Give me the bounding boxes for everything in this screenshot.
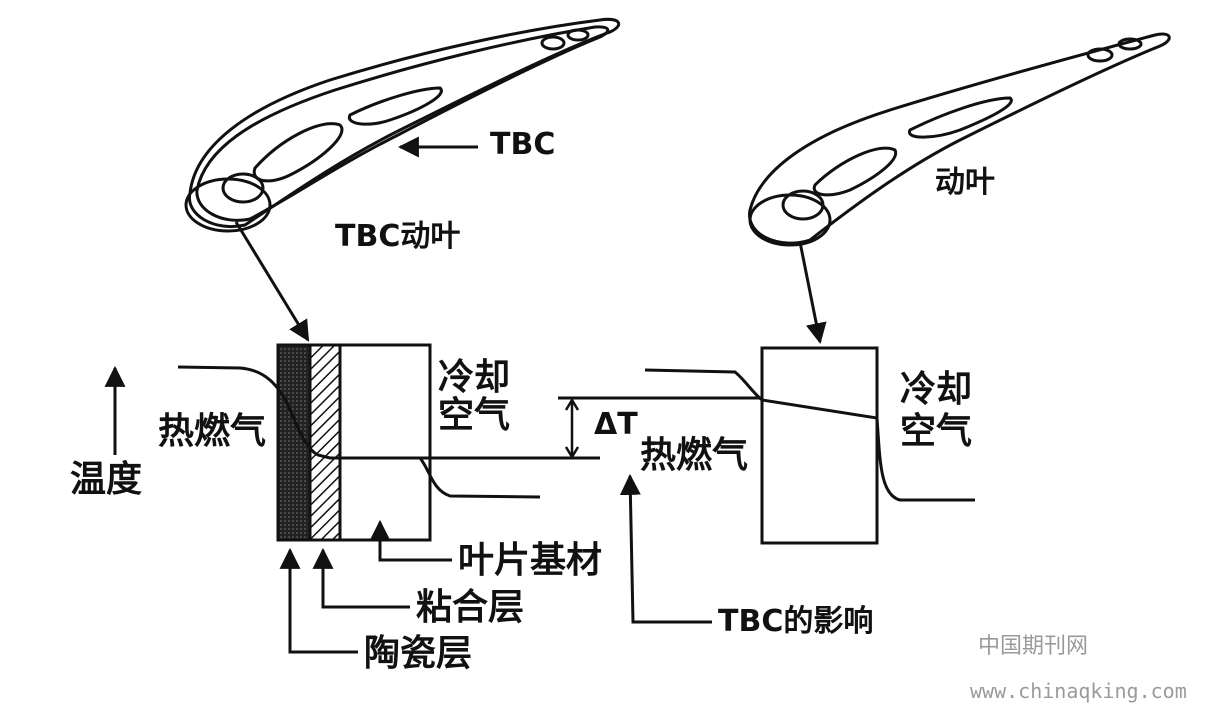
blade-label: 动叶 (935, 165, 995, 200)
plain-blade-arrow (798, 241, 827, 345)
cooling-air-left-line2: 空气 (438, 395, 511, 436)
dt-arrow-top (564, 397, 580, 411)
bond-coat-pointer (312, 547, 410, 609)
substrate-rect-left (338, 343, 432, 542)
tbc-effect-label: TBC的影响 (718, 604, 874, 639)
ceramic-pointer (279, 547, 358, 654)
cooling-air-right-line1: 冷却 (900, 369, 973, 410)
temperature-label: 温度 (70, 459, 143, 500)
ceramic-layer-label: 陶瓷层 (364, 633, 473, 674)
tbc-label: TBC (490, 127, 556, 162)
tbc-effect-pointer (619, 473, 712, 624)
tbc-blade-drawing (184, 17, 621, 233)
delta-t-label: ΔT (594, 407, 638, 442)
bond-coat-label: 粘合层 (416, 587, 525, 628)
plain-blade-drawing (748, 32, 1171, 247)
temp-profile-left (177, 365, 541, 499)
watermark-line2: www.chinaqking.com (970, 679, 1187, 703)
watermark-line1: 中国期刊网 (978, 634, 1089, 659)
blade-substrate-label: 叶片基材 (458, 540, 603, 581)
hot-gas-right-label: 热燃气 (640, 435, 749, 476)
substrate-pointer (369, 519, 452, 562)
dt-arrow-bottom (564, 446, 580, 460)
bond-coat-rect (308, 343, 342, 542)
cooling-air-right-line2: 空气 (900, 411, 973, 452)
hot-gas-left-label: 热燃气 (158, 411, 267, 452)
cooling-air-left-line1: 冷却 (438, 357, 511, 398)
tbc-blade-arrow (234, 221, 310, 342)
temp-profile-right (644, 368, 975, 502)
substrate-rect-right (760, 346, 879, 545)
tbc-blade-label: TBC动叶 (335, 219, 461, 254)
